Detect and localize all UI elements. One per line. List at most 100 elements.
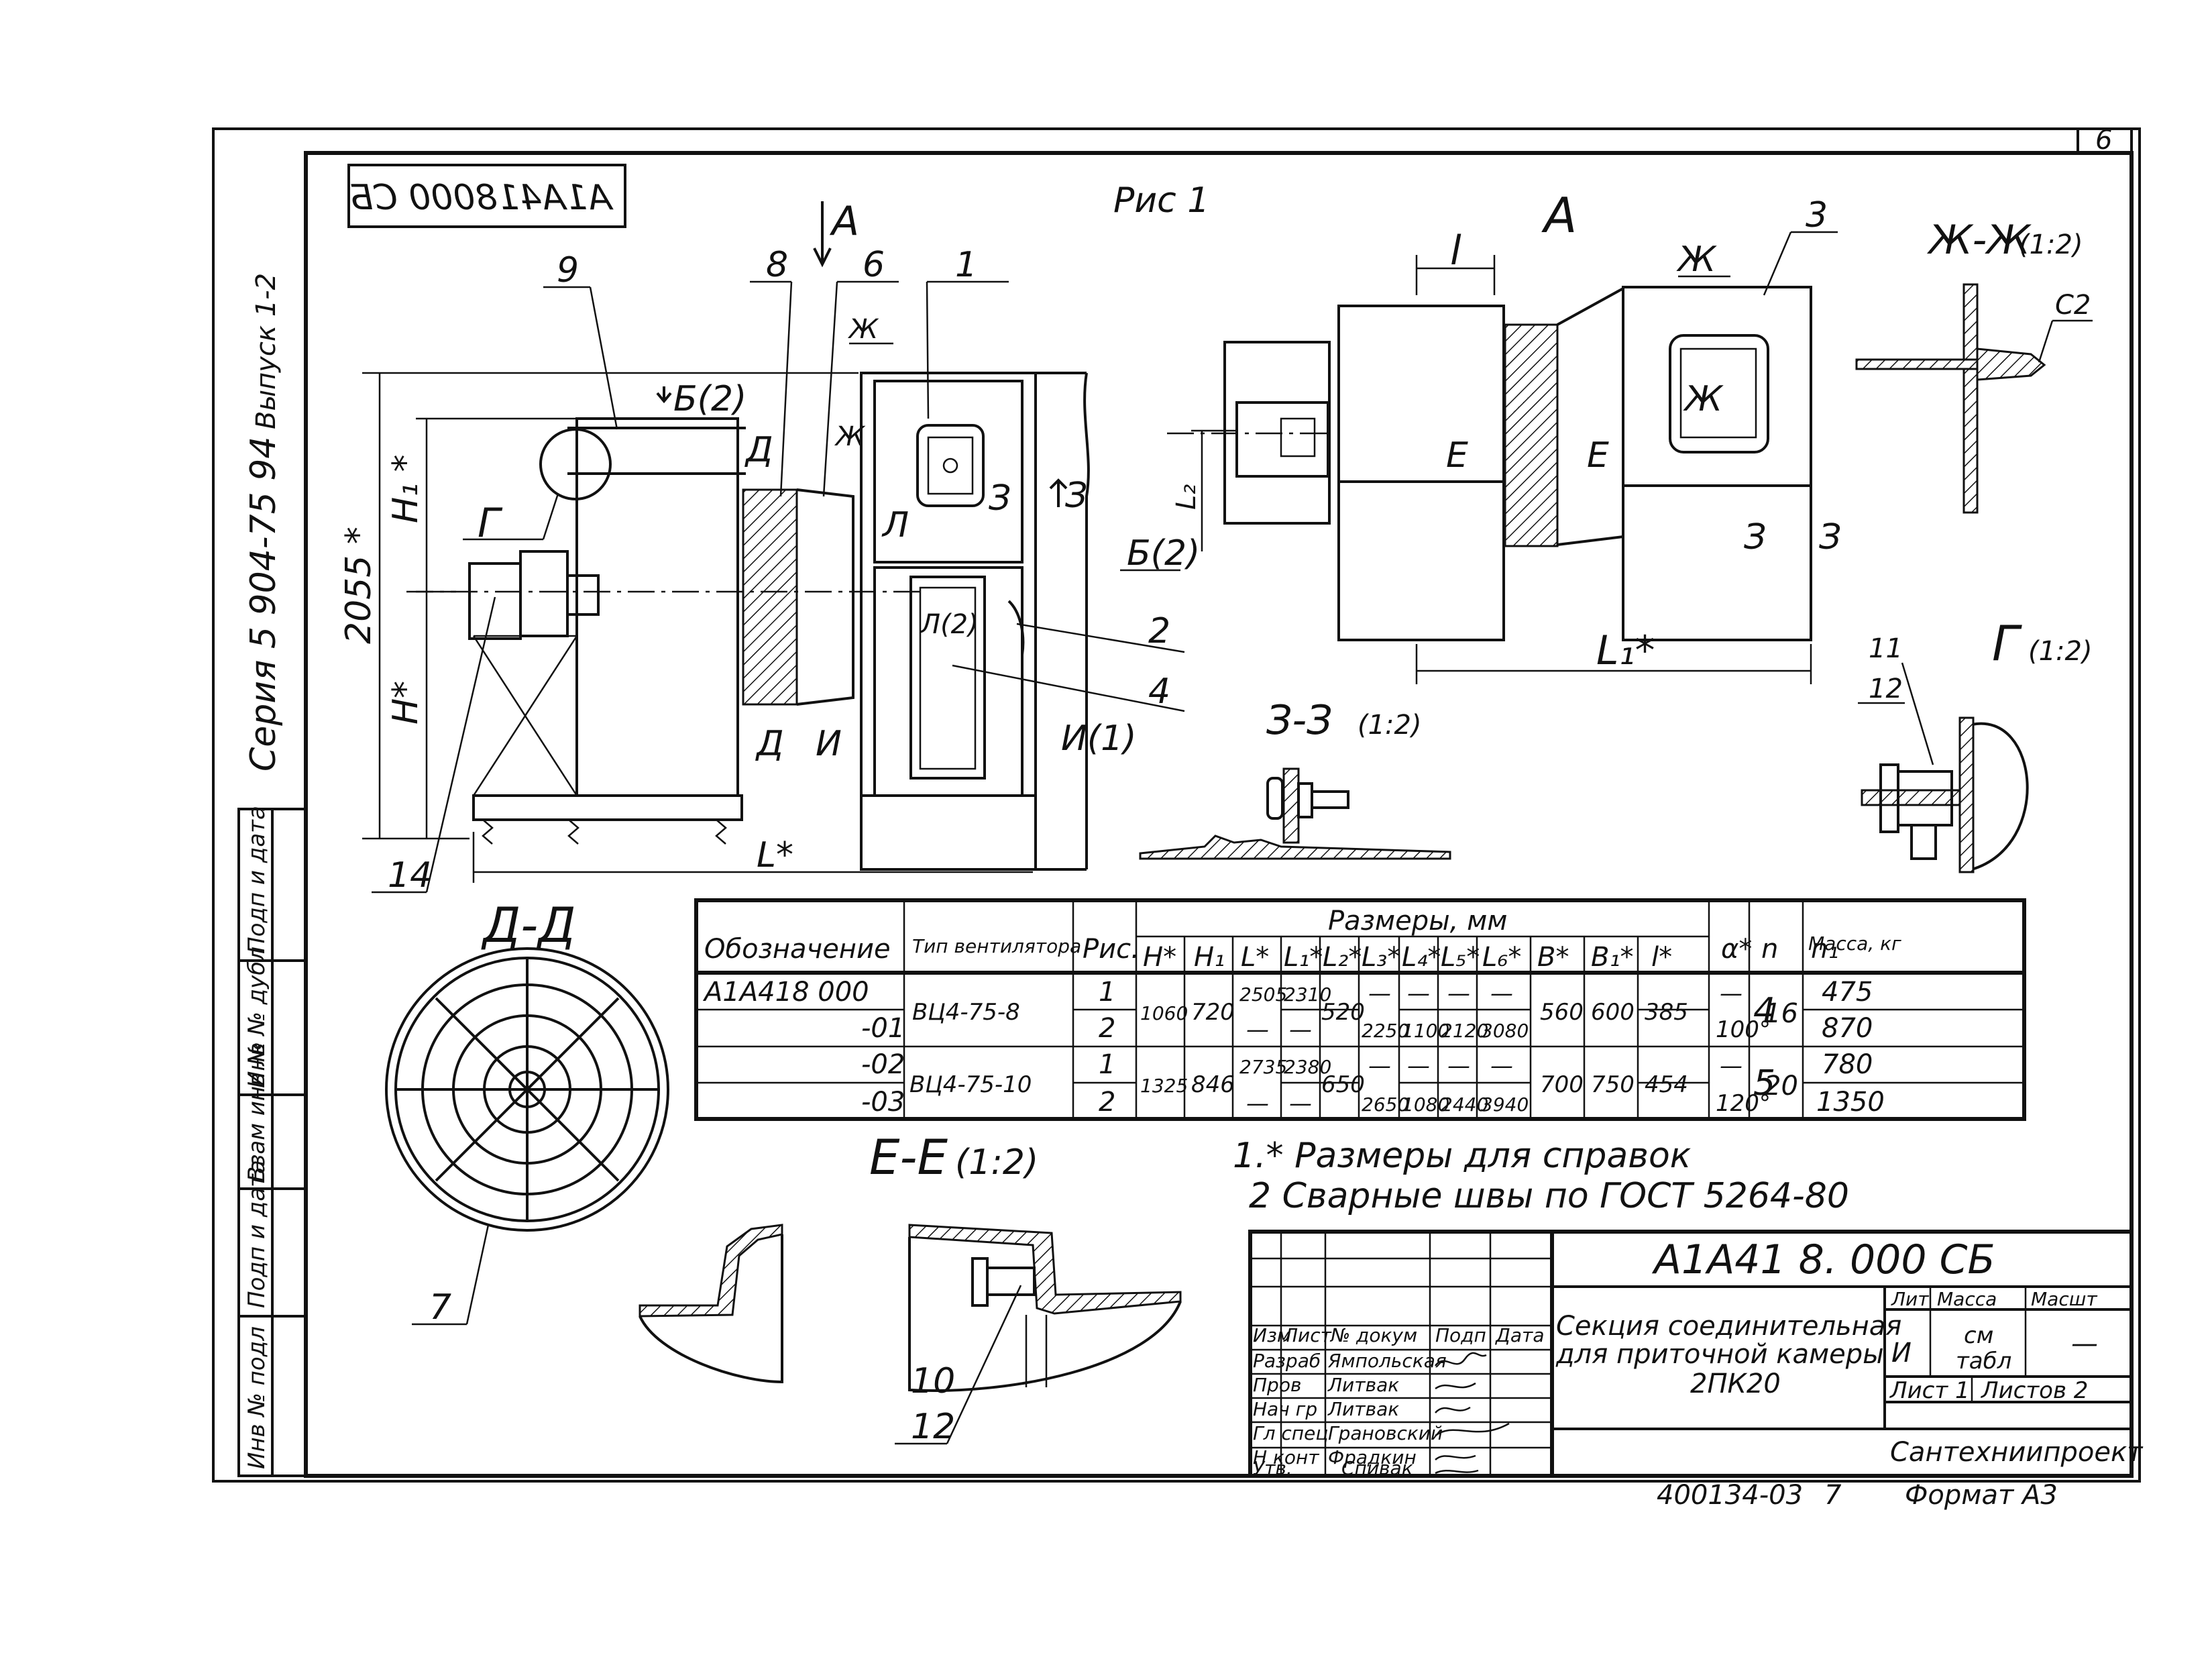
callout-8: 8 — [766, 245, 788, 285]
footer-copy: 7 — [1824, 1480, 1842, 1511]
section-g: Г (1:2) 11 12 — [1858, 615, 2093, 873]
hdr-h: H* — [1143, 942, 1176, 973]
mark-l2: Л(2) — [919, 609, 979, 640]
hdr-lsmall: l* — [1651, 942, 1672, 973]
r2-l3: — — [1368, 1053, 1391, 1079]
mark-z2: З — [1065, 476, 1087, 516]
tb-name-4: Фрадкин — [1328, 1446, 1417, 1468]
r2-fig: 1 — [1099, 1049, 1115, 1080]
tb-name-2l: для приточной камеры — [1555, 1339, 1884, 1370]
mark-zh: Ж — [847, 314, 879, 345]
r0-fan: ВЦ4-75-8 — [912, 999, 1020, 1026]
r0-alpha: — — [1720, 980, 1743, 1007]
callout-9: 9 — [557, 250, 579, 290]
callout-2: 2 — [1148, 611, 1170, 651]
view-a-title: А — [1541, 187, 1577, 244]
r2-fan: ВЦ4-75-10 — [909, 1071, 1032, 1098]
r1-l6: 3080 — [1481, 1020, 1529, 1042]
hdr-n1: n₁ — [1811, 934, 1838, 965]
hdr-l: L* — [1241, 942, 1269, 973]
dim-l1: L₁* — [1596, 627, 1655, 674]
mark-a-b2: Б(2) — [1127, 533, 1200, 574]
r2-designation: -02 — [861, 1049, 905, 1080]
g1-n: 4 — [1753, 991, 1775, 1031]
r2-l6: — — [1490, 1053, 1513, 1079]
side-col-3: Инв № дубл — [243, 947, 270, 1088]
hdr-l6: L₆* — [1482, 942, 1521, 973]
tb-role-4: Н конт — [1253, 1446, 1319, 1468]
stamp-text: А1А418000 СБ — [349, 178, 614, 218]
dd-callout-7: 7 — [429, 1287, 451, 1328]
tb-role-0: Разраб — [1253, 1350, 1321, 1372]
tb-sheets: Листов 2 — [1980, 1377, 2088, 1404]
r3-l: — — [1246, 1090, 1269, 1117]
r3-l1: — — [1289, 1090, 1312, 1117]
g2-h1: 846 — [1191, 1071, 1235, 1098]
tb-role-3: Гл спец — [1253, 1422, 1328, 1444]
r3-l4: 1080 — [1402, 1093, 1449, 1116]
ee-callout-10: 10 — [911, 1361, 955, 1401]
mark-i: И — [816, 724, 842, 764]
tb-col-date: Дата — [1494, 1324, 1545, 1346]
r0-l1: 2310 — [1284, 983, 1331, 1006]
r1-l: — — [1246, 1016, 1269, 1043]
g2-h: 1325 — [1140, 1075, 1188, 1097]
side-columns: Инв № подл Подп и дата Взам инв № Инв № … — [237, 273, 307, 1477]
g2-l: 454 — [1645, 1071, 1688, 1098]
mark-d: Д — [744, 430, 773, 470]
main-view: 2055 * H₁ * H* L* А Б(2) Д Ж Ж З З Г Л Л… — [339, 198, 1185, 896]
tb-col-sign: Подп — [1435, 1324, 1486, 1346]
g1-b: 560 — [1540, 999, 1584, 1026]
section-zh-zh: Ж-Ж (1:2) С2 — [1855, 217, 2093, 514]
r3-fig: 2 — [1099, 1087, 1115, 1118]
callout-6: 6 — [863, 245, 885, 285]
tb-mass-1: см — [1964, 1322, 1993, 1349]
r1-alpha: 100° — [1716, 1016, 1771, 1043]
tb-scale: — — [2071, 1328, 2098, 1359]
section-d-d: Д-Д 7 — [385, 897, 669, 1328]
r3-l3: 2650 — [1362, 1093, 1409, 1116]
note-1: 1.* Размеры для справок — [1233, 1136, 1692, 1176]
r1-l1: — — [1289, 1016, 1312, 1043]
tb-lit-h: Лит — [1891, 1288, 1929, 1310]
tb-scale-h: Масшт — [2031, 1288, 2097, 1310]
r2-mass: 780 — [1822, 1049, 1873, 1080]
zhzh-scale: (1:2) — [2019, 229, 2083, 260]
callout-1: 1 — [955, 245, 977, 285]
ee-title: Е-Е — [869, 1129, 948, 1185]
g1-l2: 520 — [1321, 999, 1365, 1026]
zhzh-title: Ж-Ж — [1926, 217, 2032, 264]
g2-n1: 20 — [1764, 1071, 1798, 1102]
zz-title: З-З — [1266, 697, 1333, 744]
hdr-fan: Тип вентилятора — [912, 935, 1081, 957]
section-z-z: З-З (1:2) — [1139, 697, 1451, 860]
side-col-4: Подп и дата — [243, 806, 270, 954]
dimension-table: Размеры, мм Обозначение Тип вентилятора … — [694, 898, 2026, 1121]
r0-fig: 1 — [1099, 977, 1115, 1008]
r1-mass: 870 — [1822, 1013, 1873, 1044]
hdr-l3: L₃* — [1362, 942, 1400, 973]
series-label: Серия 5 904-75 94 — [243, 437, 284, 771]
mark-zh2: Ж — [834, 421, 866, 452]
ee-scale: (1:2) — [955, 1142, 1038, 1183]
zz-scale: (1:2) — [1358, 710, 1422, 741]
mark-a-e: Е — [1446, 435, 1468, 476]
r3-designation: -03 — [861, 1087, 905, 1118]
r0-designation: А1А418 000 — [702, 977, 869, 1008]
dim-2055: 2055 * — [339, 527, 379, 644]
r3-l6: 3940 — [1481, 1093, 1529, 1116]
callout-14: 14 — [388, 855, 432, 896]
side-col-0: Инв № подл — [243, 1326, 270, 1469]
r2-l1: 2380 — [1284, 1056, 1331, 1078]
r2-alpha: — — [1720, 1053, 1743, 1079]
r0-l4: — — [1407, 980, 1430, 1007]
tb-col-doc: № докум — [1329, 1324, 1417, 1346]
g-title: Г — [1992, 615, 2022, 672]
hdr-designation: Обозначение — [704, 934, 891, 965]
tb-designation: А1А41 8. 000 СБ — [1651, 1236, 1995, 1283]
g2-b1: 750 — [1591, 1071, 1635, 1098]
mark-i1: И(1) — [1061, 718, 1137, 759]
r3-mass: 1350 — [1816, 1087, 1885, 1118]
mark-b2: Б(2) — [673, 379, 746, 419]
dim-h: H* — [386, 681, 426, 725]
